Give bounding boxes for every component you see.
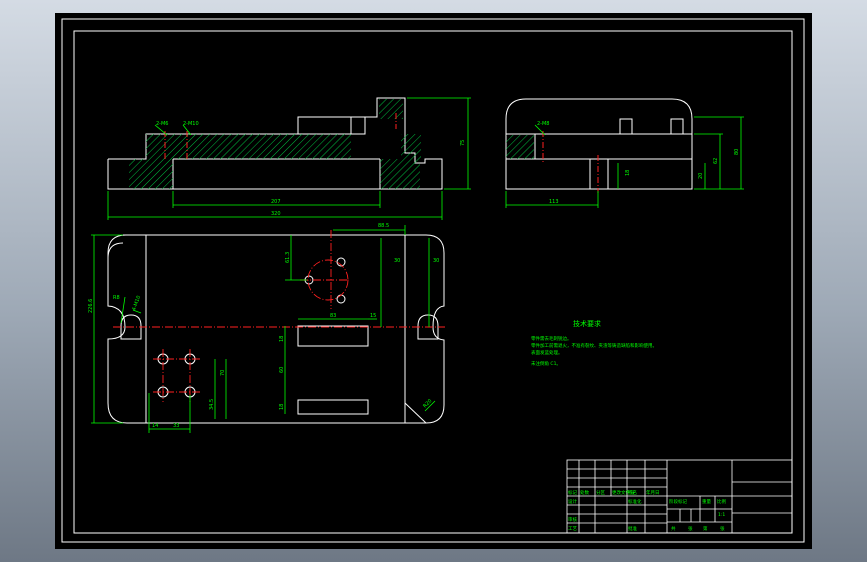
- technical-notes: 技术要求 零件需去毛刺锐边。 零件加工前需退火，不准有裂纹、夹渣等铸造缺陷和影响…: [531, 319, 657, 367]
- front-callout-m10: 2-M10: [183, 121, 199, 127]
- side-dim-low-height: 20: [698, 173, 704, 179]
- tb-label-review: 审核: [568, 516, 577, 523]
- plan-view-holes: [157, 257, 346, 398]
- front-dim-height: 75: [460, 140, 466, 146]
- tb-label-date: 年月日: [646, 489, 660, 496]
- plan-view-outline: [107, 234, 445, 424]
- front-view: 2-M6 2-M10 75 207 320: [107, 97, 471, 220]
- front-dim-overall-length: 320: [271, 211, 281, 217]
- plan-dim-holes-h2: 33: [173, 423, 179, 429]
- tb-label-zone: 分区: [596, 489, 605, 496]
- side-view: 2-M8 80 62 20 18 113: [505, 98, 744, 208]
- plan-dim-corner: R20: [422, 398, 433, 409]
- tb-label-process: 工艺: [568, 526, 577, 532]
- tb-label-signature: 签名: [628, 489, 637, 496]
- side-view-hatch: [506, 135, 534, 159]
- drawing-canvas: 2-M6 2-M10 75 207 320: [61, 18, 805, 543]
- side-view-outline: [505, 98, 693, 190]
- plan-dim-slot-mid: 60: [279, 367, 285, 373]
- plan-dim-right-b: 30: [433, 258, 439, 264]
- plan-dim-hole-label: 4-M10: [131, 295, 142, 312]
- tb-label-approve: 批准: [628, 525, 637, 532]
- tb-label-count: 处数: [580, 489, 589, 496]
- front-callout-m6: 2-M6: [156, 121, 168, 127]
- tb-label-sheet: 张: [720, 525, 725, 532]
- plan-dim-holes-v: 70: [220, 370, 226, 376]
- tb-label-stage: 阶段标记: [669, 498, 687, 505]
- tb-label-total: 共: [671, 525, 676, 532]
- plan-dim-slot-length: 83: [330, 313, 336, 319]
- tb-label-scale: 比例: [717, 498, 726, 505]
- side-dim-mid-height: 62: [713, 158, 719, 164]
- plan-view-centerlines: [113, 230, 445, 402]
- tb-label-sheet-no: 第: [703, 525, 708, 532]
- plan-dim-slot-radius: R8: [113, 295, 120, 301]
- cad-viewport[interactable]: 2-M6 2-M10 75 207 320: [55, 13, 812, 549]
- plan-dim-slot-lower: 18: [279, 404, 285, 410]
- tb-label-sheets: 张: [688, 525, 693, 532]
- notes-line-3: 表面发蓝处理。: [531, 349, 563, 356]
- tb-label-mark: 标记: [568, 489, 577, 496]
- plan-dim-slot-right: 15: [370, 313, 376, 319]
- title-block: 标记 处数 分区 更改文件号 签名 年月日 设计 标准化 审核 工艺 批准 阶段…: [566, 459, 793, 534]
- front-view-hatch: [129, 99, 421, 189]
- front-dim-inner-length: 207: [271, 199, 281, 205]
- tb-label-weight: 重量: [702, 498, 711, 505]
- notes-line-2: 零件加工前需退火，不准有裂纹、夹渣等铸造缺陷和影响使用。: [531, 342, 657, 349]
- plan-view: 88.5 30 30 61.3 226.6 R8 4-M10 83 15 18 …: [88, 223, 445, 433]
- tb-label-design: 设计: [568, 498, 577, 505]
- plan-dim-v-offset: 61.3: [285, 252, 291, 263]
- plan-dim-holes-v2: 34.5: [209, 399, 215, 410]
- side-callout-m8: 2-M8: [537, 121, 549, 127]
- plan-dim-left-height: 226.6: [88, 299, 94, 313]
- notes-line-1: 零件需去毛刺锐边。: [531, 335, 572, 342]
- plan-dim-top-offset: 88.5: [378, 223, 389, 229]
- plan-view-dimensions: [91, 225, 436, 433]
- side-view-dimensions: [505, 116, 744, 208]
- side-view-centerline: [542, 131, 599, 193]
- drawing-frame: [61, 18, 805, 543]
- plan-dim-right-a: 30: [394, 258, 400, 264]
- side-dim-slot-height: 18: [625, 170, 631, 176]
- side-dim-width: 113: [549, 199, 559, 205]
- side-dim-total-height: 80: [734, 149, 740, 155]
- tb-label-change-doc: 更改文件号: [612, 489, 635, 496]
- plan-dim-slot-upper: 18: [279, 336, 285, 342]
- plan-dim-holes-h1: 14: [152, 423, 158, 429]
- tb-scale-value: 1:1: [718, 512, 725, 518]
- tb-label-standard: 标准化: [628, 498, 642, 505]
- front-view-dimensions: [107, 97, 471, 220]
- front-view-threaded-holes: [164, 113, 397, 161]
- notes-line-4: 未注倒角 C1。: [531, 360, 561, 367]
- notes-title: 技术要求: [573, 319, 601, 328]
